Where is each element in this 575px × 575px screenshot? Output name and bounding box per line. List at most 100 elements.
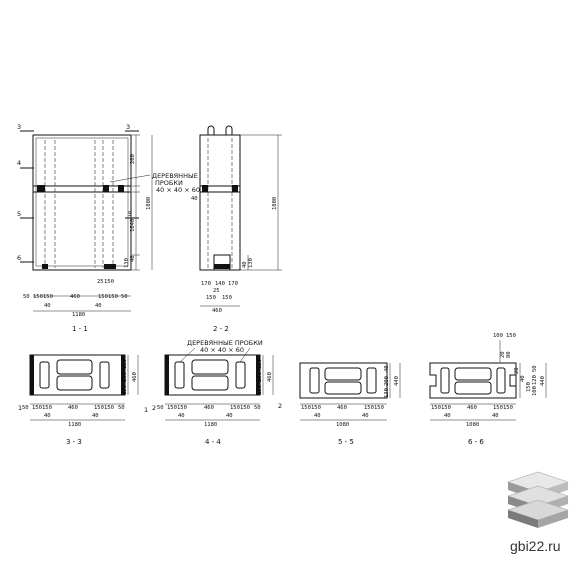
section-1-1: 3 3 4 5 5 6 260 1040 40 130 1800 ДЕРЕВЯН…	[17, 123, 200, 333]
dim-33-total: 1180	[68, 422, 81, 428]
cut-mark-1-left: 1	[18, 404, 22, 412]
dim-b-150a: 150	[33, 294, 43, 300]
dim-1040: 1040	[130, 219, 136, 232]
dim-66-r2-120: 120	[532, 375, 538, 385]
dim-44-bm40a: 40	[178, 413, 185, 419]
dim-total-1180-a: 1180	[72, 312, 85, 318]
cut-mark-1-right: 1	[144, 406, 148, 414]
dim-66-b150c: 150	[493, 405, 503, 411]
dim-66-r2-100: 100	[532, 386, 538, 396]
dim-55-bm40a: 40	[314, 413, 321, 419]
dim-44-b150a: 150	[167, 405, 177, 411]
dim-33-460: 460	[132, 372, 138, 382]
dim-44-b50a: 50	[157, 405, 164, 411]
dim-66-r440: 440	[540, 376, 546, 386]
dim-55-b150a: 150	[301, 405, 311, 411]
section-title-6-6: 6 - 6	[468, 438, 484, 446]
dim-260: 260	[130, 154, 136, 164]
dim-55-b150d: 150	[374, 405, 384, 411]
dim-22-40: 40	[242, 261, 248, 268]
dim-bm-40b: 40	[95, 303, 102, 309]
dim-33-130a: 130	[122, 359, 128, 369]
dim-44-130a: 130	[257, 359, 263, 369]
dim-33-b150c: 150	[94, 405, 104, 411]
dim-33-b50a: 50	[22, 405, 29, 411]
dim-44-b150c: 150	[230, 405, 240, 411]
section-title-5-5: 5 - 5	[338, 438, 354, 446]
dim-b-150b: 150	[43, 294, 53, 300]
dim-22-total: 460	[212, 308, 222, 314]
dim-66-b150d: 150	[503, 405, 513, 411]
cut-mark-6: 6	[17, 254, 21, 262]
note-44-line1: ДЕРЕВЯННЫЕ ПРОБКИ	[187, 339, 263, 347]
section-title-1-1: 1 - 1	[72, 325, 88, 333]
dim-33-bm40b: 40	[92, 413, 99, 419]
dim-b-150d: 150	[108, 294, 118, 300]
dim-44-b150b: 150	[177, 405, 187, 411]
dim-33-b150a: 150	[32, 405, 42, 411]
dim-1800-b: 1800	[272, 197, 278, 210]
site-watermark[interactable]: gbi22.ru	[510, 538, 561, 554]
dim-b-50b: 50	[121, 294, 128, 300]
dim-33-130b: 130	[122, 385, 128, 395]
dim-bm-40a: 40	[44, 303, 51, 309]
section-3-3: 130 200 130 460 1 1 50 150 150 460 150 1…	[18, 354, 148, 446]
dim-55-total: 1080	[336, 422, 349, 428]
dim-66-left80: 80	[506, 351, 512, 358]
dim-55-b150b: 150	[311, 405, 321, 411]
cut-mark-5-left: 5	[17, 210, 21, 218]
dim-130: 130	[124, 258, 130, 268]
dim-22-170b: 170	[228, 281, 238, 287]
dim-b-460: 460	[70, 294, 80, 300]
dim-55-440: 440	[394, 376, 400, 386]
dim-b-50a: 50	[23, 294, 30, 300]
section-title-4-4: 4 - 4	[205, 438, 221, 446]
dim-55-200: 200	[384, 376, 390, 386]
dim-66-r20: 20	[514, 367, 520, 374]
section-title-2-2: 2 - 2	[213, 325, 229, 333]
dim-66-bm40a: 40	[444, 413, 451, 419]
cut-mark-3-right: 3	[126, 123, 130, 131]
dim-66-top100: 100	[493, 333, 503, 339]
dim-b-150c: 150	[98, 294, 108, 300]
note-wood-plugs-2: ПРОБКИ	[155, 179, 183, 187]
section-title-3-3: 3 - 3	[66, 438, 82, 446]
dim-66-b150b: 150	[441, 405, 451, 411]
section-6-6: 100 150 20 80 20 40 150 440 50 120 100 1…	[429, 333, 547, 446]
dim-44-460: 460	[267, 372, 273, 382]
dim-40: 40	[130, 255, 136, 262]
dim-44-total: 1180	[204, 422, 217, 428]
dim-44-b150d: 150	[240, 405, 250, 411]
dim-22-left-40: 40	[191, 196, 198, 202]
cut-mark-2-left: 2	[152, 404, 156, 412]
dim-25: 25	[97, 279, 104, 285]
dim-66-r40: 40	[520, 375, 526, 382]
dim-1800-a: 1800	[146, 197, 152, 210]
dim-22-25: 25	[213, 288, 220, 294]
dim-44-b460: 460	[204, 405, 214, 411]
dim-22-140: 140	[215, 281, 225, 287]
cut-mark-4: 4	[17, 159, 21, 167]
dim-150-mid: 150	[104, 279, 114, 285]
dim-44-b50b: 50	[254, 405, 261, 411]
note-44-line2: 40 × 40 × 60	[200, 346, 244, 354]
dim-33-bm40a: 40	[44, 413, 51, 419]
dim-66-b150a: 150	[431, 405, 441, 411]
dim-66-top150: 150	[506, 333, 516, 339]
section-4-4: ДЕРЕВЯННЫЕ ПРОБКИ 40 × 40 × 60 130 200 1…	[152, 339, 282, 446]
dim-22-150b: 150	[222, 295, 232, 301]
cut-mark-2-right: 2	[278, 402, 282, 410]
dim-22-130: 130	[248, 258, 254, 268]
dim-66-total: 1080	[466, 422, 479, 428]
cut-mark-5-right: 5	[128, 210, 132, 218]
section-2-2: 1800 40 130 40 170 140 170 25 150 150 46…	[191, 125, 282, 333]
cut-mark-3-left: 3	[17, 123, 21, 131]
dim-33-200: 200	[122, 372, 128, 382]
note-wood-plugs-1: ДЕРЕВЯННЫЕ	[152, 172, 198, 180]
dim-66-left20: 20	[500, 351, 506, 358]
dim-55-130: 130	[384, 388, 390, 398]
dim-33-b460: 460	[68, 405, 78, 411]
dim-66-b460: 460	[467, 405, 477, 411]
dim-55-b460: 460	[337, 405, 347, 411]
